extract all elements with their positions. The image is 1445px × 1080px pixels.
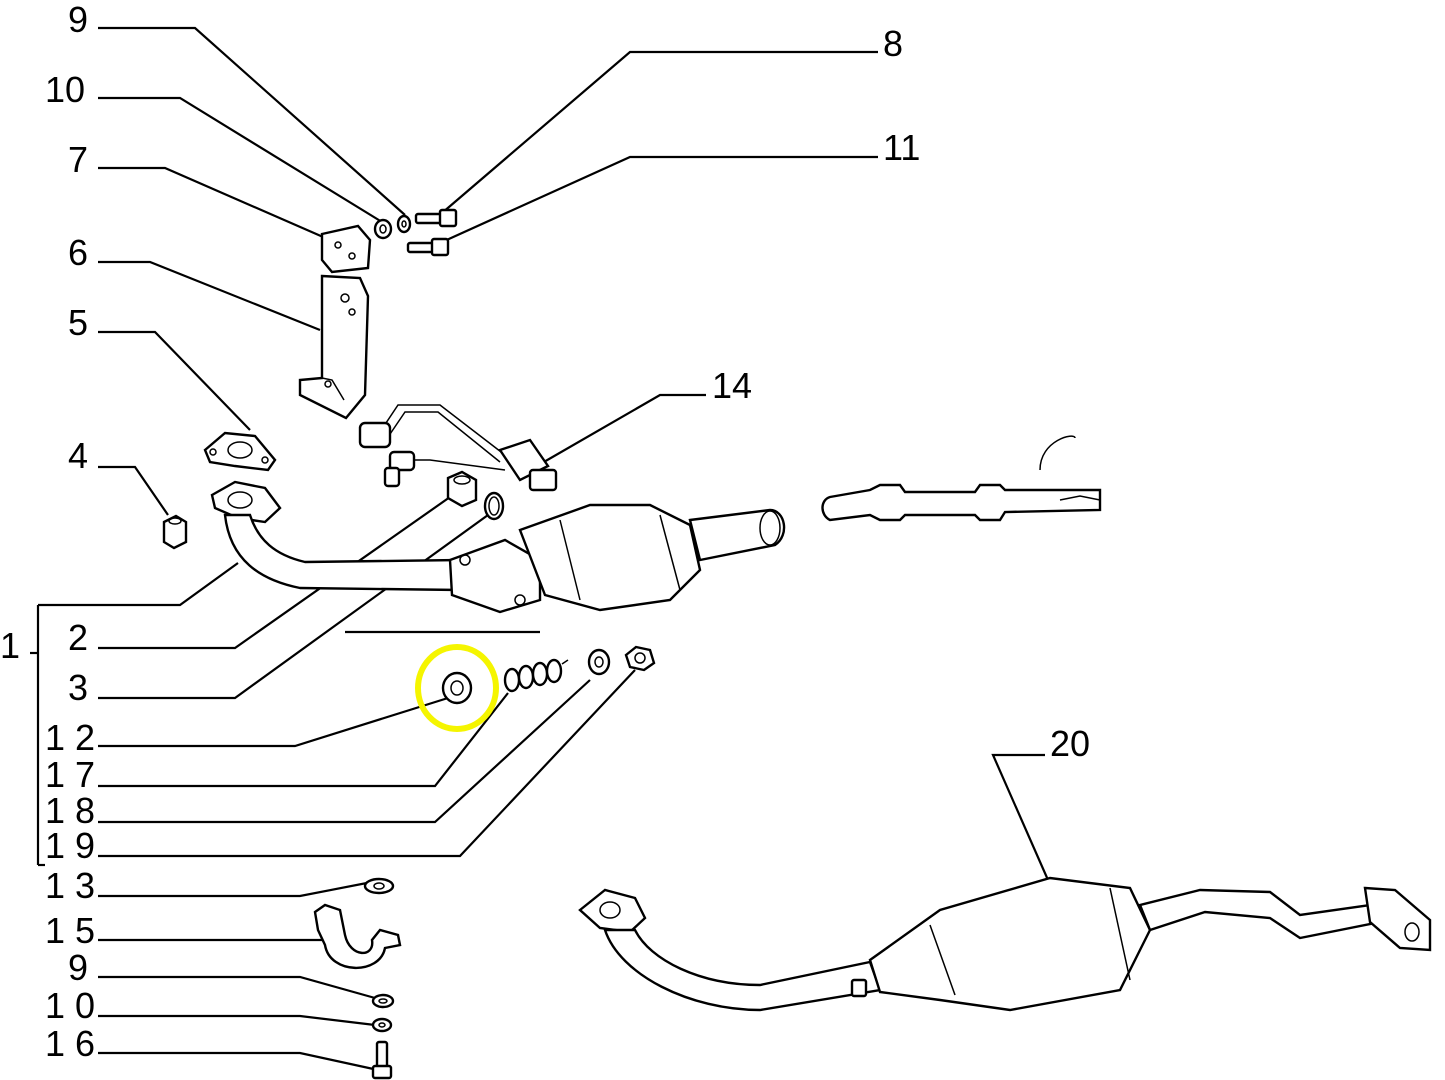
label-13: 1 3 — [45, 865, 95, 906]
label-11: 11 — [883, 127, 920, 168]
washer-10-bottom — [371, 1017, 393, 1033]
label-10-top: 10 — [45, 69, 85, 110]
label-14: 14 — [712, 365, 752, 406]
washers-top — [373, 214, 412, 240]
label-5: 5 — [68, 302, 88, 343]
label-10-bottom: 1 0 — [45, 985, 95, 1026]
nut-4 — [162, 514, 188, 550]
label-7: 7 — [68, 139, 88, 180]
oxygen-sensor-14 — [358, 404, 558, 492]
label-12: 1 2 — [45, 717, 95, 758]
label-19: 1 9 — [45, 825, 95, 866]
label-18: 1 8 — [45, 790, 95, 831]
bracket-6 — [298, 274, 370, 420]
label-2: 2 — [68, 617, 88, 658]
washer-18 — [587, 648, 611, 676]
label-9-top: 9 — [68, 0, 88, 40]
label-4: 4 — [68, 435, 88, 476]
clamp-15 — [313, 903, 402, 970]
gasket-5 — [203, 431, 277, 472]
catalyst-assembly-20 — [578, 876, 1432, 1012]
leader-lines — [30, 26, 1050, 1072]
nut-19 — [624, 645, 656, 672]
bolt-16 — [371, 1040, 393, 1080]
washer-9-bottom — [371, 993, 395, 1009]
label-6: 6 — [68, 232, 88, 273]
ring-3 — [483, 491, 505, 521]
highlighted-washer-12 — [415, 644, 499, 732]
label-1: 1 — [0, 625, 20, 666]
exhaust-assembly-1 — [210, 480, 786, 614]
bolts-top — [406, 208, 458, 257]
spring-17 — [503, 658, 569, 693]
label-20: 20 — [1050, 723, 1090, 764]
label-15: 1 5 — [45, 910, 95, 951]
label-17: 1 7 — [45, 754, 95, 795]
label-3: 3 — [68, 667, 88, 708]
label-9-bottom: 9 — [68, 947, 88, 988]
label-16: 1 6 — [45, 1023, 95, 1064]
nut-2 — [446, 470, 478, 508]
rear-pipe — [821, 435, 1102, 522]
label-8: 8 — [883, 23, 903, 64]
washer-13 — [363, 877, 395, 895]
clamp-plate-7 — [320, 224, 372, 274]
